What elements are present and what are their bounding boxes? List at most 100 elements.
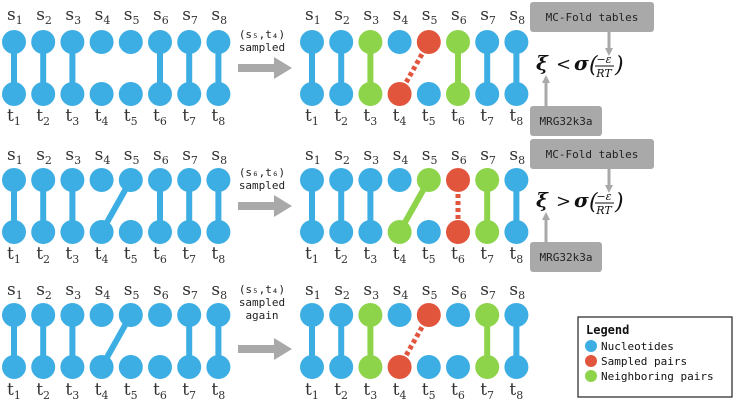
strand-s-label: s2 [36,280,52,302]
strand-t-label: t1 [305,106,319,128]
nucleotide-s-node [358,303,383,327]
transition-arrow-icon [274,338,292,360]
nucleotide-t-node [358,82,383,106]
nucleotide-t-node [2,220,26,244]
strand-t-label: t5 [422,380,436,402]
strand-t-index: 7 [189,115,196,128]
strand-s-index: 5 [431,289,438,302]
nucleotide-t-node [206,220,231,244]
nucleotide-t-node [148,355,172,379]
strand-t-index: 3 [370,115,377,128]
strand-s-label: s6 [153,145,169,167]
nucleotide-s-node [89,303,114,327]
nucleotide-s-node [416,30,441,54]
paren-left: ( [589,190,598,215]
strand-t-label: t2 [334,106,348,128]
nucleotide-t-node [118,220,143,244]
strand-s-index: 3 [372,14,379,27]
strand-t-index: 6 [458,115,465,128]
strand-t-label: t5 [422,106,436,128]
strand-s-label: s1 [7,5,23,27]
strand-t-label: t7 [480,106,494,128]
nucleotide-t-node [31,220,56,244]
nucleotide-t-node [206,355,231,379]
strand-t-label: t8 [509,244,523,266]
strand-s-label: s3 [363,280,379,302]
transition-arrow-icon [274,57,292,79]
nucleotide-t-node [446,82,470,106]
strand-s-label: s6 [451,145,467,167]
strand-s-label: s5 [422,145,438,167]
strand-t-label: t4 [95,106,109,128]
nucleotide-t-node [504,220,529,244]
strand-s-label: s7 [182,280,198,302]
nucleotide-s-node [2,30,26,54]
strand-s-label: s6 [153,5,169,27]
strand-t-index: 5 [429,253,436,266]
strand-s-index: 7 [489,154,496,167]
strand-s-label: s6 [153,280,169,302]
nucleotide-s-node [329,168,354,192]
nucleotide-s-node [206,168,231,192]
strand-s-index: 6 [460,289,467,302]
nucleotide-s-node [148,30,172,54]
strand-s-label: s1 [305,145,321,167]
strand-s-index: 7 [191,14,198,27]
strand-t-label: t2 [334,244,348,266]
strand-t-label: t3 [65,380,79,402]
nucleotide-s-node [504,168,529,192]
mc-fold-label: MC-Fold tables [546,11,639,24]
strand-s-label: s7 [480,145,496,167]
strand-t-index: 8 [516,389,523,402]
legend-title: Legend [586,323,629,337]
strand-t-index: 5 [429,389,436,402]
strand-t-index: 7 [487,389,494,402]
strand-t-index: 4 [399,253,406,266]
nucleotide-s-node [60,168,85,192]
nucleotide-t-node [504,355,529,379]
strand-t-index: 4 [101,253,108,266]
strand-t-index: 3 [370,389,377,402]
strand-t-label: t5 [124,244,138,266]
strand-t-index: 8 [218,389,225,402]
nucleotide-s-node [177,30,202,54]
nucleotide-s-node [118,30,143,54]
strand-t-label: t7 [182,244,196,266]
fraction-numerator: −ε [596,53,611,66]
strand-t-label: t4 [393,380,407,402]
strand-s-label: s5 [124,5,140,27]
nucleotide-t-node [504,82,529,106]
nucleotide-t-node [358,220,383,244]
strand-t-label: t2 [36,106,50,128]
nucleotide-t-node [416,355,441,379]
strand-t-index: 4 [399,115,406,128]
transition-arrow-shaft [238,202,274,210]
nucleotide-t-node [387,355,412,379]
nucleotide-t-node [177,220,202,244]
strand-s-label: s2 [36,145,52,167]
nucleotide-s-node [446,30,470,54]
nucleotide-t-node [31,82,56,106]
strand-s-label: s3 [65,5,81,27]
mrg-label: MRG32k3a [540,115,593,128]
strand-s-label: s1 [305,5,321,27]
strand-s-index: 5 [133,289,140,302]
nucleotide-s-node [387,168,412,192]
nucleotide-t-node [118,82,143,106]
nucleotide-t-node [475,355,500,379]
nucleotide-t-node [60,82,85,106]
strand-s-label: s8 [509,145,525,167]
strand-s-label: s4 [393,280,409,302]
strand-t-label: t2 [36,244,50,266]
strand-s-label: s2 [334,280,350,302]
transition-arrow-shaft [238,64,274,72]
strand-s-index: 4 [103,154,110,167]
paren-right: ) [614,190,624,215]
strand-t-index: 6 [160,253,167,266]
strand-s-index: 7 [489,14,496,27]
nucleotide-s-node [329,303,354,327]
nucleotide-s-node [416,168,441,192]
sampled-caption: (s₆,t₆) [239,166,285,179]
strand-t-label: t8 [211,106,225,128]
strand-s-index: 8 [518,289,525,302]
